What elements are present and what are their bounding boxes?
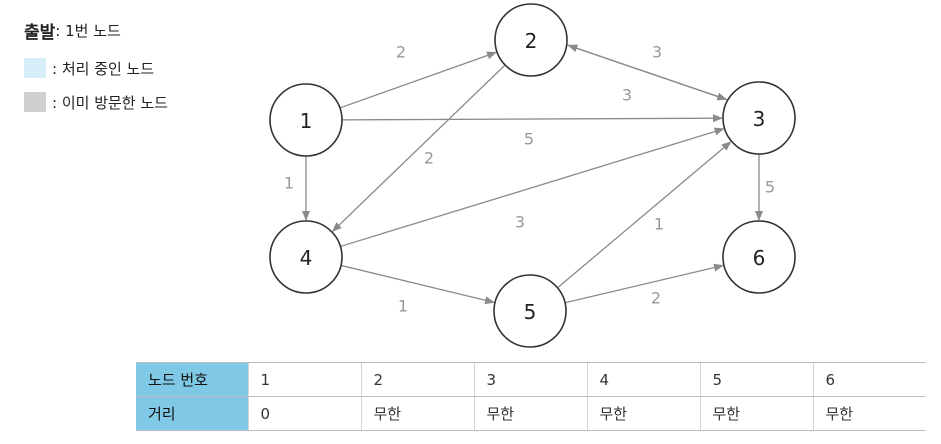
processing-label: : 처리 중인 노드 [52, 59, 155, 78]
edge-5-to-6 [564, 263, 724, 304]
edge-weight-1-to-3: 5 [524, 130, 534, 149]
legend-start: 출발 : 1번 노드 [24, 18, 168, 43]
edge-5-to-3 [557, 141, 732, 289]
node-circle [269, 220, 343, 294]
node-label: 4 [300, 246, 313, 270]
edge-weight-3-to-6: 5 [765, 178, 775, 197]
graph-node-4: 4 [269, 220, 343, 294]
edge-2-to-4 [331, 64, 506, 233]
table-cell: 2 [360, 362, 474, 397]
table-cell: 무한 [473, 396, 587, 431]
node-label: 3 [753, 107, 766, 131]
edge-weight-3-to-2: 3 [622, 86, 632, 105]
start-title: 출발 [24, 22, 56, 43]
distance-table: 노드 번호 1 2 3 4 5 6 거리 0 무한 무한 무한 무한 무한 [136, 362, 926, 431]
table-cell: 3 [473, 362, 587, 397]
node-label: 5 [524, 300, 537, 324]
edge-weight-2-to-4: 2 [424, 149, 434, 168]
table-cell: 무한 [360, 396, 474, 431]
edge-4-to-5 [340, 264, 496, 305]
edge-weight-2-to-3: 3 [652, 43, 662, 62]
legend-processing: : 처리 중인 노드 [24, 56, 168, 80]
visited-label: : 이미 방문한 노드 [52, 93, 168, 112]
graph-node-1: 1 [269, 83, 343, 157]
start-value: : 1번 노드 [55, 21, 121, 40]
node-circle [493, 274, 567, 348]
table-cell: 5 [699, 362, 813, 397]
edge-weight-4-to-3: 3 [515, 213, 525, 232]
edge-weight-5-to-3: 1 [654, 215, 664, 234]
edge-1-to-3 [341, 114, 724, 123]
edge-weight-5-to-6: 2 [651, 289, 661, 308]
table-cell: 0 [247, 396, 361, 431]
graph-node-2: 2 [494, 3, 568, 77]
table-cell: 4 [586, 362, 700, 397]
edge-weight-1-to-2: 2 [396, 43, 406, 62]
legend-visited: : 이미 방문한 노드 [24, 90, 168, 114]
legend: 출발 : 1번 노드 : 처리 중인 노드 : 이미 방문한 노드 [24, 18, 168, 124]
node-label: 1 [300, 109, 313, 133]
graph-node-5: 5 [493, 274, 567, 348]
processing-swatch [24, 58, 46, 78]
node-label: 2 [525, 29, 538, 53]
node-circle [722, 81, 796, 155]
table-cell: 무한 [586, 396, 700, 431]
graph-node-3: 3 [722, 81, 796, 155]
edge-4-to-3 [340, 127, 725, 248]
table-cell: 6 [812, 362, 926, 397]
visited-swatch [24, 92, 46, 112]
edge-weight-4-to-5: 1 [398, 297, 408, 316]
edge-weight-1-to-4: 1 [284, 174, 294, 193]
edge-1-to-2 [339, 51, 498, 109]
node-label: 6 [753, 246, 766, 270]
table-row: 노드 번호 1 2 3 4 5 6 [136, 362, 926, 397]
table-cell: 무한 [699, 396, 813, 431]
node-circle [494, 3, 568, 77]
node-circle [722, 220, 796, 294]
table-row: 거리 0 무한 무한 무한 무한 무한 [136, 396, 926, 431]
table-cell: 무한 [812, 396, 926, 431]
graph-node-6: 6 [722, 220, 796, 294]
header-cell: 거리 [136, 396, 248, 431]
header-cell: 노드 번호 [136, 362, 248, 397]
edge-3-to-2 [567, 44, 728, 101]
node-circle [269, 83, 343, 157]
table-cell: 1 [247, 362, 361, 397]
